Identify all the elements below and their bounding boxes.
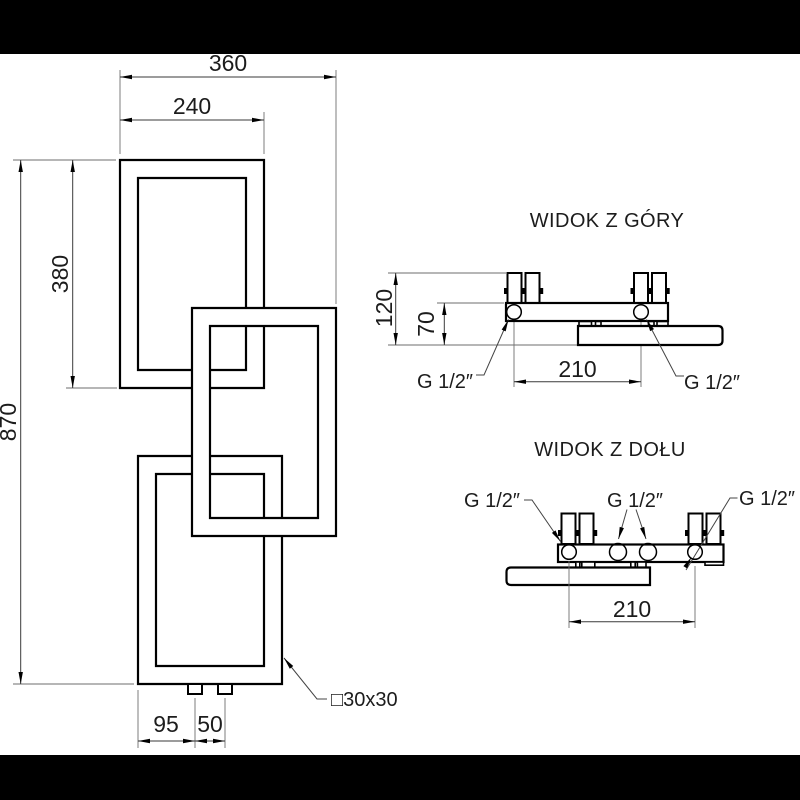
dim-value-120: 120	[371, 289, 397, 327]
thread-leader-right	[685, 497, 738, 571]
frame-bottom-rectangle	[136, 454, 284, 686]
collector-end-step	[704, 561, 725, 567]
front-view: 360 240 870 380 95 50 □30x30	[0, 50, 398, 748]
connection-stub-right	[217, 683, 233, 695]
thread-hole-3	[638, 542, 658, 562]
thread-leader-right-arrow	[683, 557, 692, 569]
dim-value-870: 870	[0, 403, 21, 441]
letterbox-bottom	[0, 755, 800, 800]
thread-label-left: G 1/2″	[417, 371, 473, 393]
top-view: WIDOK Z GÓRY	[371, 209, 740, 394]
thread-hole-left	[505, 303, 523, 321]
thread-hole-2	[608, 542, 628, 562]
frame-middle-rectangle	[190, 306, 338, 538]
top-view-dimensions: 120 70 210	[371, 273, 641, 384]
bottom-view-title: WIDOK Z DOŁU	[534, 439, 685, 461]
front-extension-lines	[13, 70, 337, 748]
top-view-title: WIDOK Z GÓRY	[530, 209, 684, 232]
thread-leader-center-a	[618, 509, 628, 540]
frame-top-rectangle	[118, 158, 266, 390]
thread-leader-left	[476, 319, 509, 376]
thread-hole-right	[632, 303, 650, 321]
profile-leader-line	[283, 657, 327, 700]
bottom-view-thread-labels: G 1/2″ G 1/2″ G 1/2″	[464, 488, 795, 542]
thread-label-right: G 1/2″	[739, 488, 795, 510]
bottom-view: WIDOK Z DOŁU	[464, 439, 795, 628]
thread-leader-center-b	[635, 509, 647, 540]
thread-hole-1	[560, 543, 578, 561]
bracket	[651, 272, 667, 304]
wall-brackets-bottom-view	[558, 512, 725, 545]
letterbox-top	[0, 0, 800, 54]
thread-leader-left	[524, 499, 561, 542]
offset-tube-bottom-view	[505, 566, 652, 587]
dim-value-95: 95	[153, 711, 179, 737]
profile-callout: □30x30	[283, 657, 398, 711]
bracket	[560, 512, 577, 545]
dim-value-210-bottom: 210	[613, 596, 651, 622]
dim-value-50: 50	[197, 711, 223, 737]
bottom-view-dimensions: 210	[568, 561, 696, 628]
thread-label-center: G 1/2″	[607, 490, 663, 512]
bracket	[705, 512, 722, 545]
wall-brackets-top-view	[504, 272, 670, 304]
connection-stub-left	[187, 683, 203, 695]
top-view-extension-lines	[388, 272, 642, 387]
thread-hole-4	[686, 543, 704, 561]
dim-value-240: 240	[173, 93, 211, 119]
dim-value-380: 380	[47, 255, 73, 293]
profile-label: □30x30	[331, 689, 398, 711]
bracket	[578, 512, 595, 545]
front-dimensions: 360 240 870 380 95 50	[0, 50, 336, 744]
thread-leader-right	[646, 319, 684, 377]
dim-value-360: 360	[209, 50, 247, 76]
dim-value-70: 70	[413, 311, 439, 337]
top-view-thread-labels: G 1/2″ G 1/2″	[417, 319, 740, 394]
bracket	[506, 272, 523, 304]
thread-label-right: G 1/2″	[684, 372, 740, 394]
thread-label-left: G 1/2″	[464, 490, 520, 512]
bracket	[524, 272, 541, 304]
offset-tube-top-view	[576, 324, 724, 347]
bracket	[633, 272, 649, 304]
bracket	[687, 512, 704, 545]
dim-value-210-top: 210	[558, 356, 596, 382]
